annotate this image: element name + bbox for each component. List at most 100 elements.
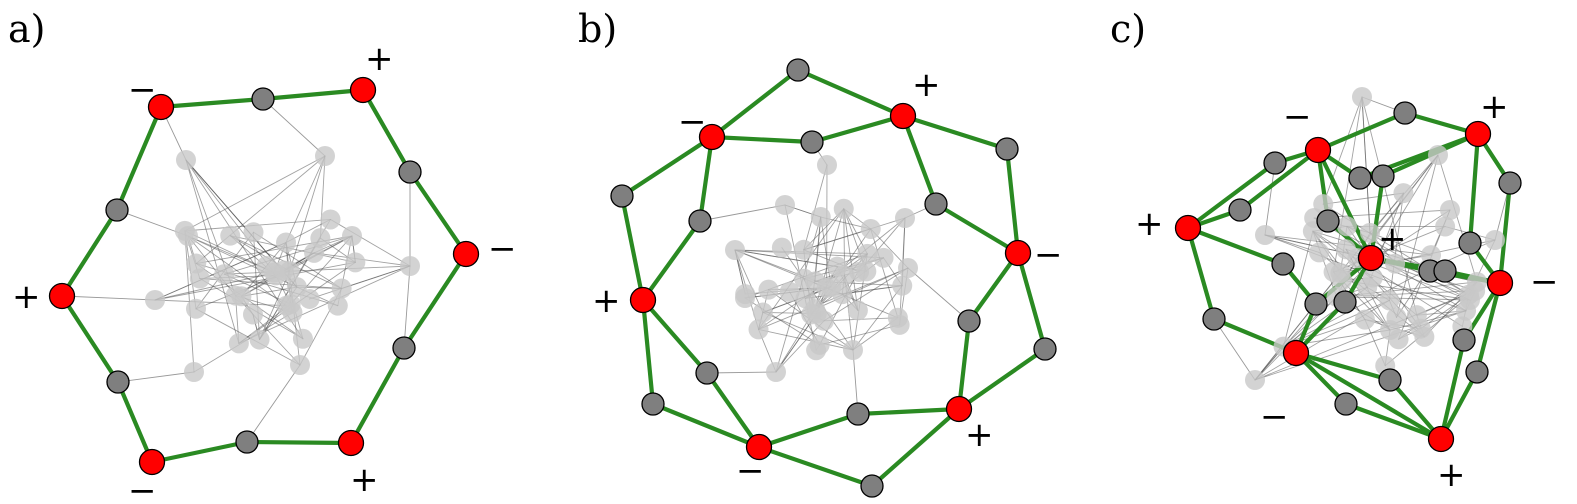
outer-edge — [956, 318, 972, 412]
red-node — [337, 429, 365, 457]
gray-node — [1378, 368, 1402, 392]
faded-node — [1335, 239, 1356, 260]
faded-node — [775, 195, 795, 215]
red-node — [452, 240, 480, 268]
panel-c-sign-2: + — [1480, 87, 1509, 127]
red-node — [1486, 269, 1514, 297]
faded-node — [833, 198, 854, 219]
outer-edge — [704, 370, 762, 450]
faded-node — [793, 239, 814, 260]
panel-b-sign-1: − — [678, 102, 707, 142]
inner-edge — [1369, 232, 1432, 256]
inner-edge — [1336, 290, 1476, 298]
gray-node — [695, 361, 719, 385]
inner-edge — [199, 274, 277, 279]
inner-edge — [758, 208, 845, 330]
inner-edge — [1283, 268, 1429, 348]
gray-node — [1033, 337, 1057, 361]
outer-edge — [1185, 225, 1217, 322]
inner-edge — [184, 155, 326, 232]
outer-edge — [1438, 337, 1467, 442]
faded-node — [1362, 267, 1383, 288]
inner-edge — [1213, 318, 1256, 381]
faded-node — [304, 242, 325, 263]
outer-edge — [1497, 180, 1513, 286]
panel-a-sign-4: + — [12, 277, 41, 317]
gray-node — [1263, 151, 1287, 175]
inner-edge — [1396, 154, 1439, 318]
faded-node — [1435, 216, 1456, 237]
inner-edge — [154, 261, 356, 301]
faded-node — [806, 303, 827, 324]
outer-edge — [640, 297, 656, 407]
inner-edge — [154, 299, 287, 307]
outer-edge — [360, 87, 413, 175]
red-node — [1304, 136, 1332, 164]
outer-edge — [260, 87, 366, 102]
faded-node — [249, 329, 270, 350]
faded-node — [810, 207, 831, 228]
outer-edge — [795, 67, 906, 119]
faded-node — [276, 232, 297, 253]
inner-edge — [185, 159, 240, 344]
outer-edge — [619, 134, 715, 199]
faded-node — [292, 328, 313, 349]
inner-edge — [775, 320, 825, 373]
inner-edge — [285, 155, 326, 243]
outer-edge — [640, 297, 710, 376]
outer-edge — [1237, 147, 1321, 213]
outer-edge — [59, 207, 120, 299]
faded-node — [242, 304, 263, 325]
faded-node — [220, 225, 241, 246]
panel-b-nodes — [610, 58, 1057, 498]
panel-b-sign-3: − — [1034, 235, 1063, 275]
inner-edge — [61, 295, 156, 301]
inner-edge — [1437, 154, 1478, 283]
inner-edge — [1254, 272, 1341, 381]
faded-node — [1323, 261, 1344, 282]
inner-edge — [1361, 96, 1371, 234]
faded-node — [725, 240, 745, 260]
inner-edge — [803, 164, 828, 251]
panel-b-sign-5: − — [736, 451, 765, 491]
inner-edge — [1374, 154, 1439, 259]
inner-edge — [814, 216, 822, 282]
gray-node — [1304, 292, 1328, 316]
panel-c-label: c) — [1110, 7, 1146, 51]
outer-edge — [697, 134, 715, 224]
panel-b-sign-6: + — [965, 415, 994, 455]
faded-node — [752, 302, 773, 323]
outer-edge — [1467, 131, 1481, 246]
panel-c-sign-7: + — [1437, 455, 1466, 495]
panel-a-nodes — [48, 76, 480, 476]
inner-edge — [1361, 96, 1418, 316]
inner-edge — [1283, 230, 1314, 348]
outer-edge — [401, 251, 469, 351]
faded-node — [847, 300, 868, 321]
faded-node — [771, 237, 792, 258]
gray-node — [1202, 307, 1226, 331]
faded-node — [817, 155, 837, 175]
red-node — [1357, 244, 1385, 272]
faded-node — [186, 253, 207, 274]
faded-node — [185, 298, 206, 319]
panel-c-sign-1: − — [1283, 97, 1312, 137]
inner-edge — [117, 371, 195, 383]
outer-edge — [1185, 225, 1286, 267]
panel-b-sign-2: + — [912, 65, 941, 105]
inner-edge — [223, 235, 353, 275]
faded-node — [856, 261, 877, 282]
faded-node — [228, 333, 249, 354]
outer-edge — [149, 439, 250, 465]
outer-edge — [709, 134, 815, 145]
inner-edge — [814, 267, 909, 310]
faded-node — [327, 295, 348, 316]
faded-node — [1485, 230, 1505, 250]
outer-edge — [1004, 146, 1021, 256]
inner-edge — [253, 231, 343, 289]
red-node — [1282, 339, 1310, 367]
faded-node — [176, 150, 196, 170]
gray-node — [1348, 166, 1372, 190]
faded-node — [286, 277, 307, 298]
faded-node — [1245, 370, 1265, 390]
